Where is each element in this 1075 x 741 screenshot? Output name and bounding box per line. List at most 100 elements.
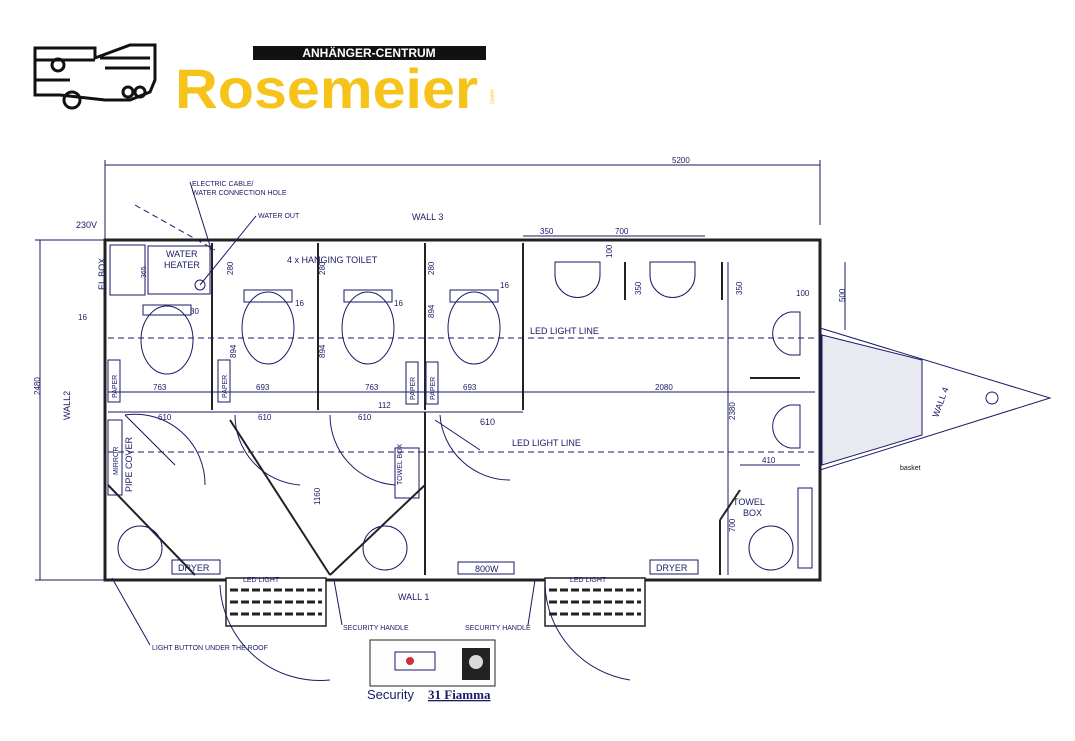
trailer-logo-icon bbox=[33, 43, 157, 110]
dim-2380: 2380 bbox=[728, 402, 737, 420]
logo-suffix: GmbH bbox=[490, 89, 496, 104]
logo-banner-text: ANHÄNGER-CENTRUM bbox=[302, 45, 435, 60]
label-led-light-line-top: LED LIGHT LINE bbox=[530, 326, 599, 336]
label-led-light: LED LIGHT bbox=[570, 577, 607, 584]
dim-2080: 2080 bbox=[655, 383, 673, 392]
water-out-outlet bbox=[194, 279, 206, 291]
sink bbox=[748, 525, 794, 571]
label-paper: PAPER bbox=[222, 375, 229, 398]
security-lock-image bbox=[369, 639, 496, 687]
paper-holder bbox=[405, 361, 419, 405]
toilet bbox=[140, 304, 194, 375]
dryer bbox=[171, 559, 221, 575]
entrance-steps bbox=[544, 577, 646, 627]
leader-line bbox=[527, 579, 536, 626]
dim-16: 16 bbox=[295, 299, 304, 308]
dim-overall-width: 2480 bbox=[33, 377, 42, 395]
label-led-light: LED LIGHT bbox=[243, 577, 280, 584]
dim-100: 100 bbox=[796, 289, 810, 298]
paper-holder bbox=[217, 359, 231, 403]
door-leaf bbox=[124, 414, 176, 466]
door-swing bbox=[234, 414, 301, 486]
door-swing bbox=[439, 414, 511, 481]
paper-holder bbox=[425, 361, 439, 405]
mirror bbox=[107, 419, 123, 496]
label-mirror: MIRROR bbox=[113, 447, 120, 475]
wall-urinal bbox=[772, 404, 801, 449]
dim-693: 693 bbox=[463, 383, 477, 392]
dim-693: 693 bbox=[256, 383, 270, 392]
label-towel-box: TOWEL BOX bbox=[397, 443, 404, 485]
dim-280: 280 bbox=[226, 261, 235, 275]
dim-280: 280 bbox=[427, 261, 436, 275]
label-paper: PAPER bbox=[430, 377, 437, 400]
label-power: 800W bbox=[475, 564, 499, 574]
dim-100: 100 bbox=[605, 244, 614, 258]
label-water-heater-2: HEATER bbox=[164, 260, 200, 270]
drawbar bbox=[819, 327, 1052, 471]
dim-894: 894 bbox=[229, 344, 238, 358]
door-swing bbox=[329, 414, 396, 486]
dim-610: 610 bbox=[358, 413, 372, 422]
dim-350: 350 bbox=[735, 281, 744, 295]
dim-610: 610 bbox=[480, 417, 495, 427]
label-electric-cable: ELECTRIC CABLE/ bbox=[192, 181, 254, 188]
leader-line bbox=[333, 579, 343, 626]
urinal bbox=[649, 261, 696, 298]
toilet bbox=[341, 289, 395, 365]
dim-overall-length: 5200 bbox=[672, 156, 690, 165]
label-hanging-toilet: 4 x HANGING TOILET bbox=[287, 255, 378, 265]
label-towel-box-2: BOX bbox=[743, 508, 762, 518]
toilet bbox=[447, 289, 501, 365]
dim-700: 700 bbox=[728, 518, 737, 532]
dim-30: 30 bbox=[190, 307, 199, 316]
basket bbox=[821, 334, 923, 466]
entrance-door-swing bbox=[219, 584, 331, 681]
dim-350: 350 bbox=[634, 281, 643, 295]
door-leaf bbox=[434, 419, 481, 451]
dim-894: 894 bbox=[318, 344, 327, 358]
label-dryer: DRYER bbox=[178, 563, 210, 573]
corridor-wall bbox=[329, 484, 426, 576]
wall-urinal bbox=[772, 311, 801, 356]
dim-500: 500 bbox=[838, 288, 847, 302]
caption-prefix: Security bbox=[367, 687, 414, 702]
towel-box-right bbox=[797, 487, 813, 569]
label-wall-4: WALL 4 bbox=[930, 386, 950, 419]
towel-box bbox=[394, 447, 420, 499]
dim-16: 16 bbox=[78, 313, 87, 322]
dim-763: 763 bbox=[153, 383, 167, 392]
label-water-connection: WATER CONNECTION HOLE bbox=[192, 190, 287, 197]
dryer bbox=[649, 559, 699, 575]
leader-line bbox=[199, 215, 257, 286]
label-light-button: LIGHT BUTTON UNDER THE ROOF bbox=[152, 645, 268, 652]
corridor-wall bbox=[107, 484, 196, 576]
leader-line bbox=[111, 577, 151, 646]
dim-350: 350 bbox=[540, 227, 554, 236]
label-security-handle: SECURITY HANDLE bbox=[465, 625, 531, 632]
corridor-wall bbox=[229, 419, 331, 576]
sink bbox=[117, 525, 163, 571]
dim-610: 610 bbox=[158, 413, 172, 422]
dim-365: 365 bbox=[141, 266, 148, 278]
heater-800w bbox=[457, 561, 515, 575]
door-swing bbox=[124, 413, 206, 486]
water-heater bbox=[147, 245, 211, 295]
paper-holder bbox=[107, 359, 121, 403]
label-led-light-line-bottom: LED LIGHT LINE bbox=[512, 438, 581, 448]
el-box bbox=[109, 244, 146, 296]
logo-name: Rosemeier bbox=[175, 57, 478, 120]
entrance-door-swing bbox=[544, 584, 631, 681]
dim-1160: 1160 bbox=[313, 487, 322, 505]
leader-line bbox=[189, 181, 213, 253]
coupling bbox=[985, 391, 999, 405]
dim-610: 610 bbox=[258, 413, 272, 422]
sink bbox=[362, 525, 408, 571]
dim-16: 16 bbox=[500, 281, 509, 290]
label-paper: PAPER bbox=[112, 375, 119, 398]
dim-280: 280 bbox=[318, 261, 327, 275]
dim-763: 763 bbox=[365, 383, 379, 392]
label-dryer: DRYER bbox=[656, 563, 688, 573]
caption-model: 31 Fiamma bbox=[428, 687, 491, 702]
